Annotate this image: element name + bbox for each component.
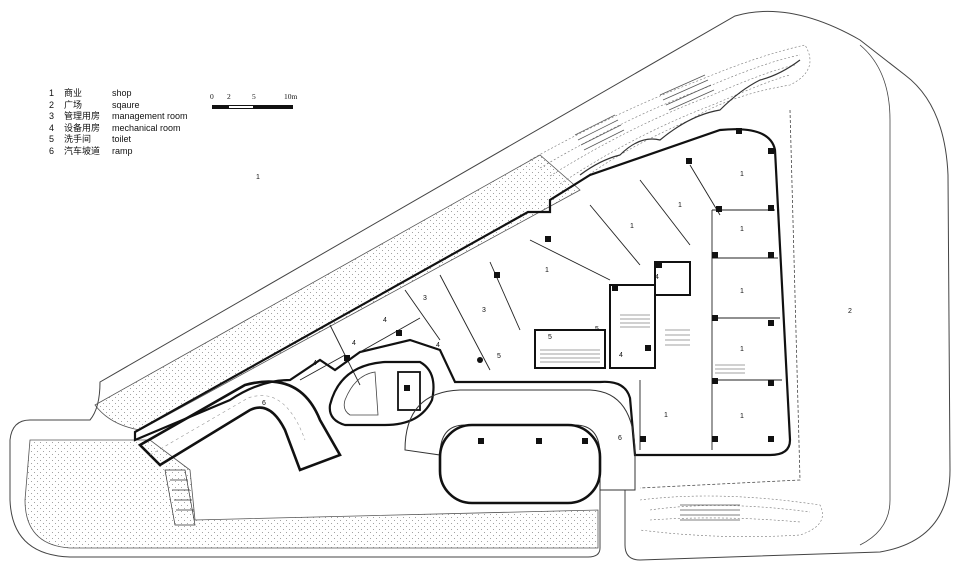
room-label-shop: 1 xyxy=(630,223,634,230)
room-label-shop: 1 xyxy=(740,226,744,233)
contour-garden-south xyxy=(639,495,823,537)
room-label-mechanical: 4 xyxy=(436,342,440,349)
scale-tick: 10m xyxy=(284,92,298,101)
elevator-box xyxy=(397,371,421,411)
contour-garden-north xyxy=(529,44,811,186)
building-outline xyxy=(133,128,792,457)
scale-bar-graphic xyxy=(212,105,293,109)
small-stair xyxy=(164,469,196,526)
room-label-shop: 1 xyxy=(545,267,549,274)
garden-steps-south xyxy=(680,504,740,521)
room-label-shop: 1 xyxy=(664,412,668,419)
room-label-shop: 1 xyxy=(740,171,744,178)
service-core xyxy=(534,261,691,369)
scale-tick: 0 xyxy=(210,92,214,101)
room-label-toilet: 5 xyxy=(548,334,552,341)
room-label-mechanical: 4 xyxy=(655,274,659,281)
square-edge-east xyxy=(859,44,891,546)
room-label-mechanical: 4 xyxy=(313,360,317,367)
room-label-ramp: 6 xyxy=(262,400,266,407)
room-label-mechanical: 4 xyxy=(619,352,623,359)
room-label-ramp: 6 xyxy=(618,435,622,442)
partitions xyxy=(299,164,782,450)
oval-stair-inner xyxy=(343,371,379,416)
ramp-west-centerline xyxy=(149,395,306,456)
core-stairs xyxy=(540,314,745,374)
square-boundary xyxy=(639,109,801,489)
planting-strip-north xyxy=(94,154,581,431)
room-label-square: 2 xyxy=(848,308,852,315)
room-label-shop: 1 xyxy=(256,174,260,181)
ramp-east-outer xyxy=(404,389,636,491)
ramp-west xyxy=(137,380,342,472)
room-label-mechanical: 4 xyxy=(352,340,356,347)
ramp-east-island xyxy=(438,423,602,505)
oval-stair-core xyxy=(328,360,435,427)
columns xyxy=(344,128,774,444)
room-label-toilet: 5 xyxy=(595,326,599,333)
room-label-management: 3 xyxy=(423,295,427,302)
site-boundary xyxy=(9,11,951,561)
room-label-shop: 1 xyxy=(740,346,744,353)
room-label-mechanical: 4 xyxy=(383,317,387,324)
room-label-toilet: 5 xyxy=(497,353,501,360)
room-label-shop: 1 xyxy=(740,413,744,420)
scale-tick: 2 xyxy=(227,92,231,101)
garden-steps-north xyxy=(574,74,715,151)
room-label-shop: 1 xyxy=(740,288,744,295)
room-label-management: 3 xyxy=(482,307,486,314)
planting-strip-south xyxy=(24,439,599,549)
garden-edge-north xyxy=(579,59,801,176)
scale-bar: 0 2 5 10m xyxy=(210,92,300,118)
scale-tick: 5 xyxy=(252,92,256,101)
room-label-shop: 1 xyxy=(678,202,682,209)
